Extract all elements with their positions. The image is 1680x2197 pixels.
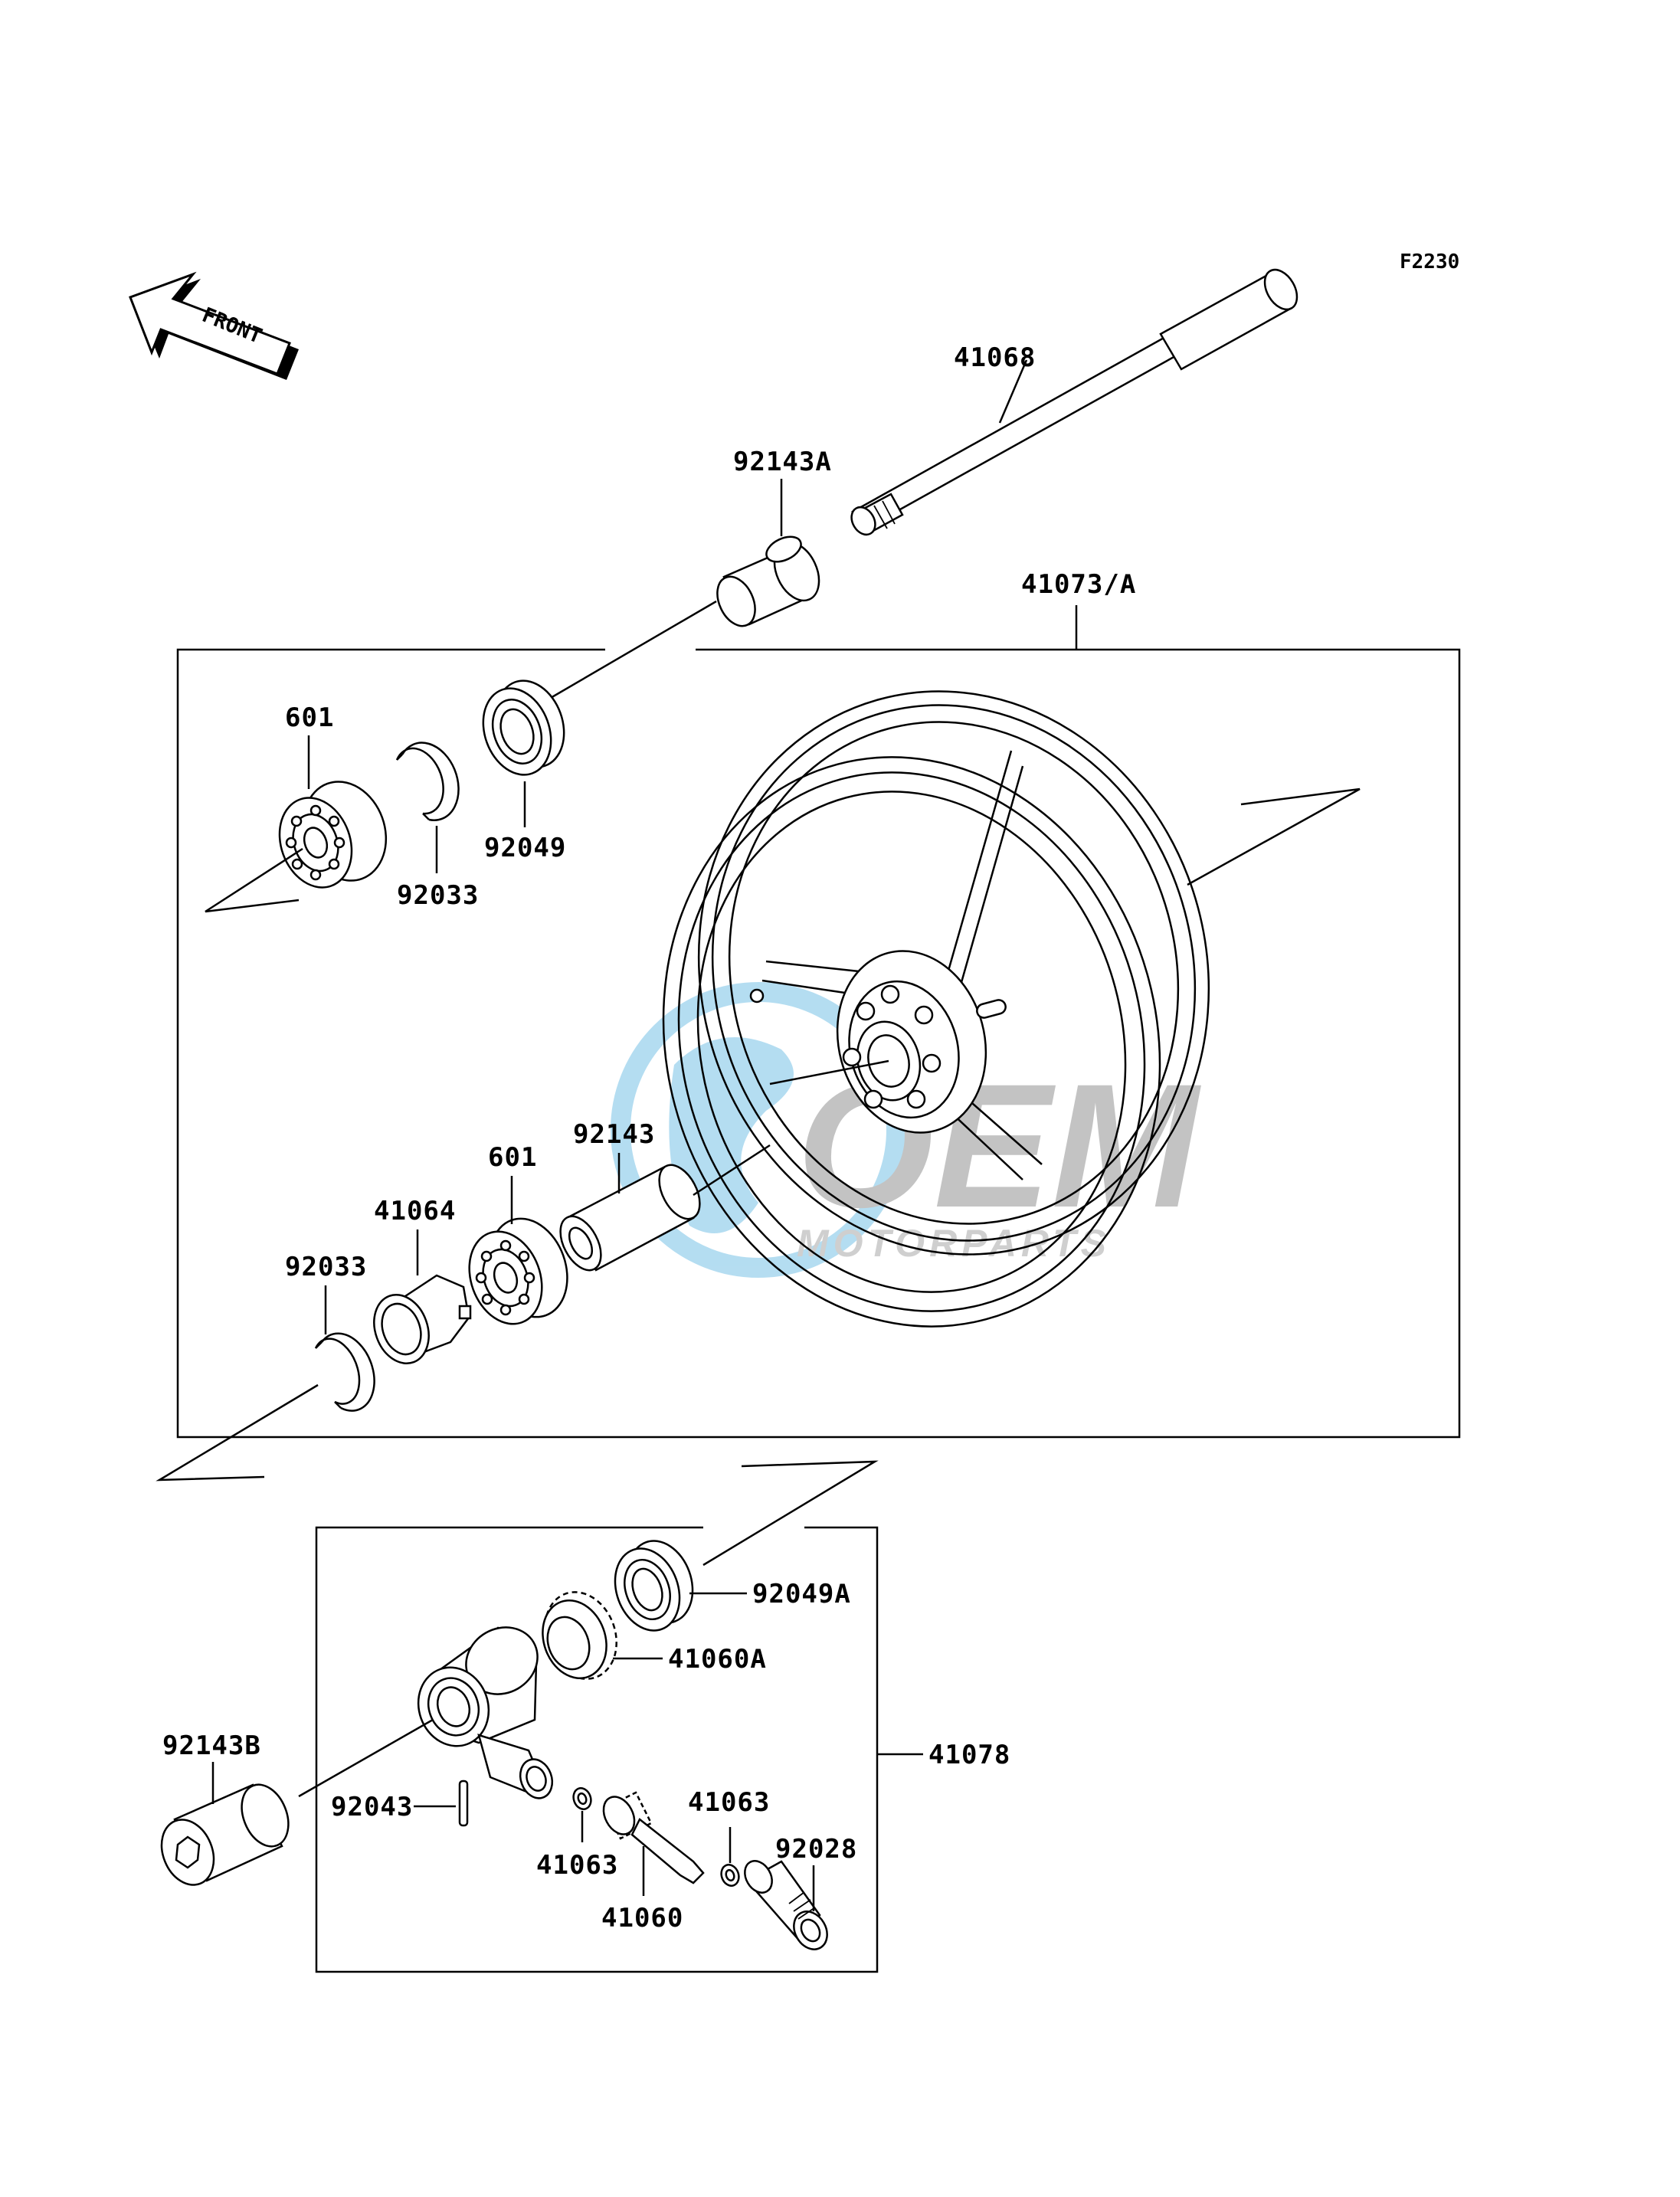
washer-41063-left bbox=[572, 1787, 592, 1810]
oil-seal-92049A bbox=[614, 1540, 694, 1632]
label-92043: 92043 bbox=[331, 1792, 413, 1822]
circlip-92033-top bbox=[395, 742, 460, 821]
label-92143A: 92143A bbox=[733, 447, 832, 477]
circlip-92033-bottom bbox=[314, 1332, 375, 1412]
washer-41063-right bbox=[720, 1864, 740, 1887]
pinion-41060 bbox=[602, 1791, 705, 1884]
label-41060A: 41060A bbox=[668, 1644, 767, 1675]
label-92033-bottom: 92033 bbox=[285, 1252, 367, 1282]
oil-seal-92049 bbox=[482, 679, 565, 776]
gearbox-housing bbox=[417, 1626, 554, 1799]
watermark-sub: MOTORPARTS bbox=[797, 1222, 1111, 1265]
assembly-box-main bbox=[176, 648, 1461, 1439]
label-92028: 92028 bbox=[775, 1834, 857, 1865]
label-41063-left: 41063 bbox=[536, 1850, 618, 1881]
collar-92143B bbox=[160, 1783, 290, 1886]
diagram-code: F2230 bbox=[1400, 250, 1459, 273]
label-92049: 92049 bbox=[484, 833, 566, 863]
bearing-601-bottom bbox=[468, 1217, 568, 1325]
label-41064: 41064 bbox=[374, 1196, 456, 1226]
collar-92143A bbox=[716, 535, 820, 627]
bushing-92028 bbox=[744, 1860, 828, 1950]
label-601-top: 601 bbox=[285, 702, 334, 733]
bearing-601-top bbox=[278, 781, 388, 889]
label-41073A: 41073/A bbox=[1021, 569, 1136, 600]
label-41068: 41068 bbox=[954, 342, 1036, 373]
spacer-41064 bbox=[373, 1274, 472, 1365]
collar-92143 bbox=[559, 1164, 701, 1272]
label-92143: 92143 bbox=[573, 1119, 655, 1150]
front-wheel bbox=[662, 690, 1361, 1328]
gear-41060A bbox=[542, 1591, 617, 1680]
label-41063-right: 41063 bbox=[688, 1787, 770, 1818]
assembly-box-speedo bbox=[315, 1526, 879, 1973]
label-41060: 41060 bbox=[601, 1903, 683, 1933]
pin-92043 bbox=[458, 1780, 469, 1827]
label-92143B: 92143B bbox=[162, 1730, 261, 1761]
label-92033-top: 92033 bbox=[397, 880, 479, 911]
label-92049A: 92049A bbox=[752, 1579, 851, 1609]
front-arrow-icon: FRONT bbox=[129, 271, 299, 380]
front-axle bbox=[850, 268, 1298, 536]
label-601-bottom: 601 bbox=[488, 1142, 537, 1173]
label-41078: 41078 bbox=[928, 1740, 1010, 1770]
